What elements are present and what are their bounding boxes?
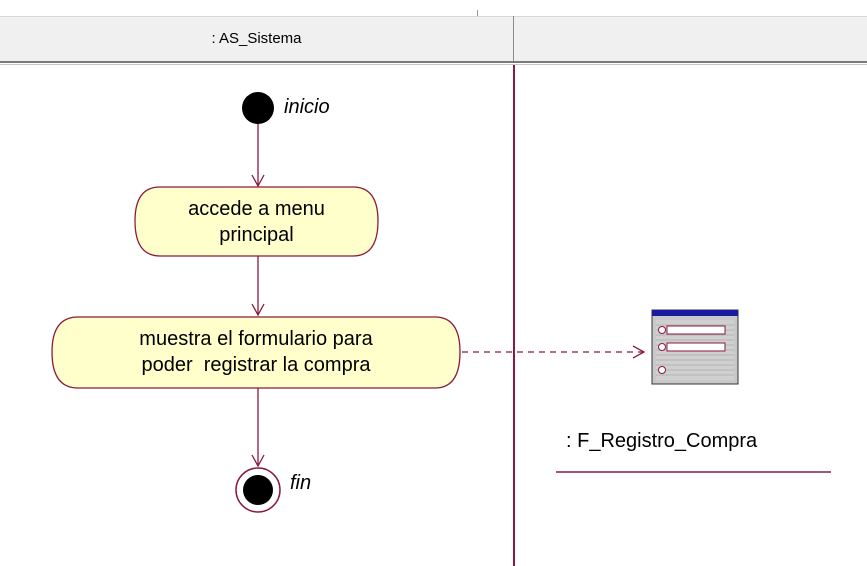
- activity-muestra-text: muestra el formulario para poder registr…: [52, 326, 460, 378]
- activity-accede-menu[interactable]: [134, 186, 379, 257]
- ruler-tick: [477, 10, 478, 16]
- object-node-label: : F_Registro_Compra: [566, 430, 758, 452]
- activity-accede-line1: accede a menu: [188, 198, 325, 220]
- start-label: inicio: [284, 96, 330, 118]
- start-node[interactable]: [242, 92, 274, 124]
- swimlane-title-as-sistema[interactable]: : AS_Sistema: [211, 30, 302, 47]
- activity-accede-line2: principal: [219, 224, 294, 246]
- activity-muestra-line2: poder registrar la compra: [141, 354, 371, 376]
- end-label: fin: [290, 472, 312, 494]
- activity-muestra-line1: muestra el formulario para: [139, 328, 373, 350]
- header-separator: [513, 16, 514, 61]
- end-node-inner: [243, 475, 273, 505]
- swimlane-header: [0, 16, 867, 62]
- activity-accede-menu-text: accede a menu principal: [135, 196, 378, 248]
- top-strip: [0, 0, 867, 16]
- header-bottom-line-light: [0, 64, 867, 65]
- swimlane-divider: [513, 65, 515, 566]
- form-icon[interactable]: [651, 309, 739, 385]
- activity-muestra-formulario[interactable]: [51, 316, 461, 389]
- header-bottom-line: [0, 61, 867, 63]
